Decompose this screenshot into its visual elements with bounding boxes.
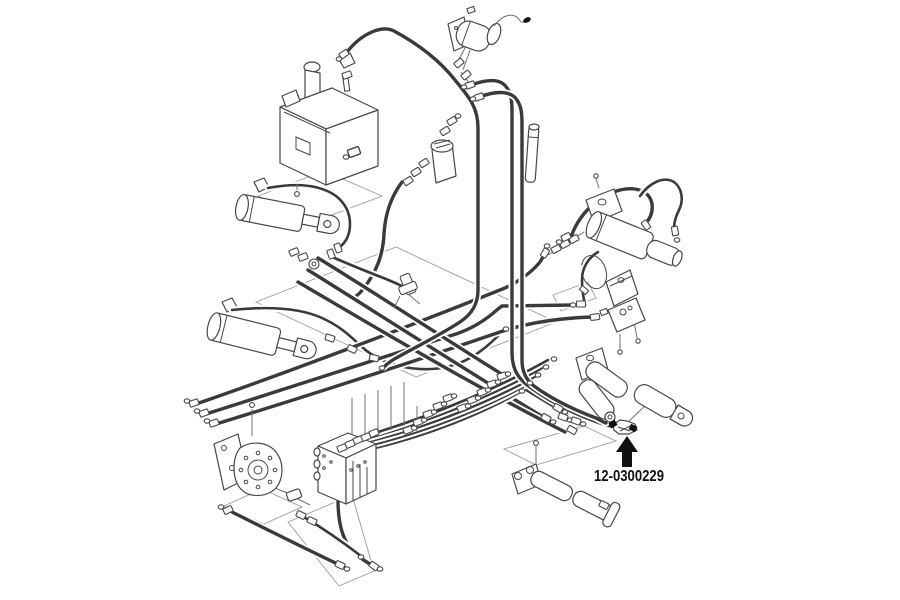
part-number-label: 12-0300229 <box>594 468 664 485</box>
top-pump-unit <box>447 5 531 52</box>
pump-plug <box>285 488 303 502</box>
cylinder-rod-part <box>524 123 540 183</box>
hose-runs <box>192 25 686 571</box>
callout-arrow-icon <box>616 436 638 467</box>
mount-bracket <box>605 269 639 307</box>
left-cylinder-upper <box>234 177 340 235</box>
hose-clamp <box>580 254 608 290</box>
part-callout: 12-0300229 <box>594 419 664 485</box>
suction-filter <box>430 139 457 184</box>
gear-pump <box>213 402 303 502</box>
check-valve-block <box>607 297 646 333</box>
tee-fitting <box>398 272 418 296</box>
hose-fittings <box>183 48 681 572</box>
control-valve-bank <box>313 427 380 505</box>
lift-cylinder-assembly <box>578 173 683 355</box>
left-cylinder-lower <box>206 297 317 360</box>
highlighted-elbow-fitting <box>608 419 638 435</box>
hydraulic-tank <box>279 52 379 197</box>
reference-plates <box>222 170 618 587</box>
steering-cylinders <box>511 347 694 528</box>
